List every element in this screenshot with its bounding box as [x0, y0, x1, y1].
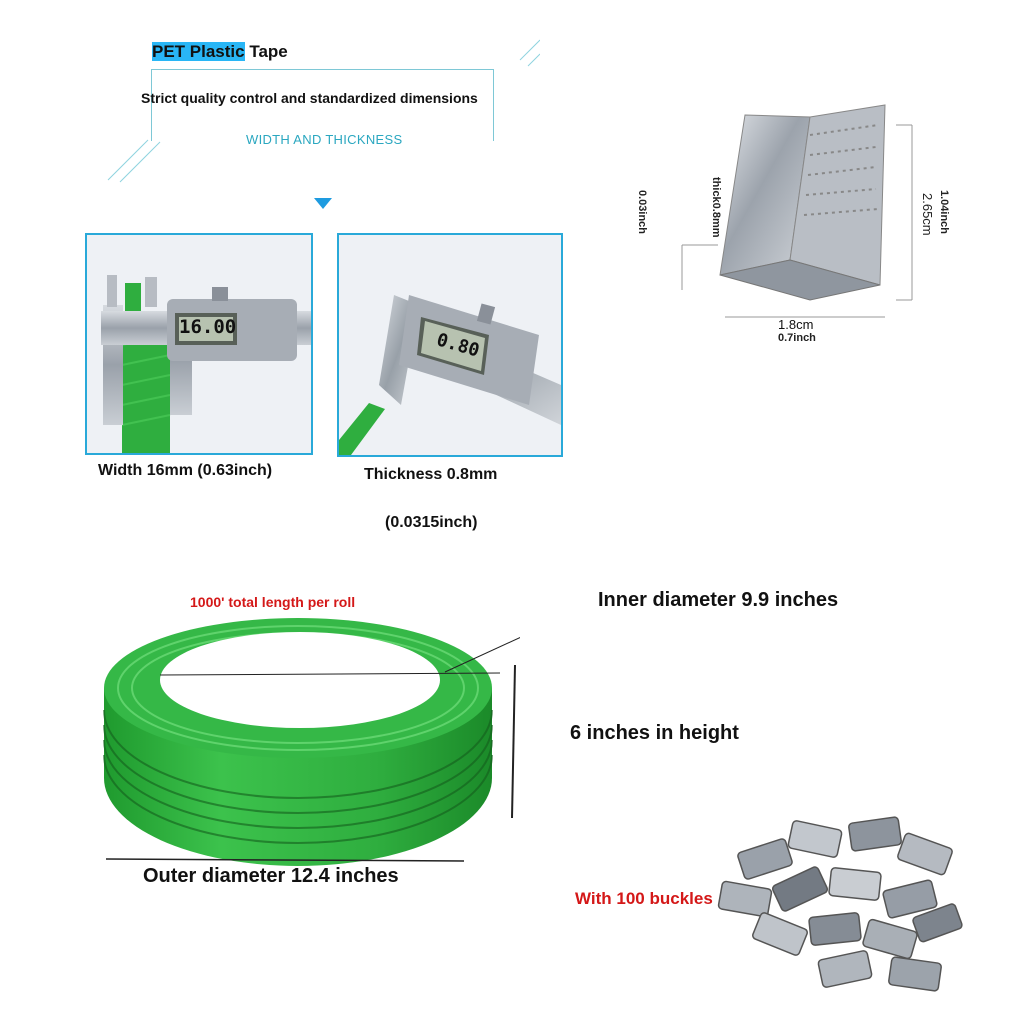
caliper-thickness-photo: 0.80 — [337, 233, 563, 457]
title-suffix: Tape — [244, 42, 288, 61]
buckles-pile-illustration — [717, 816, 963, 992]
height-cm-label: 2.65cm — [920, 193, 935, 236]
width-caption: Width 16mm (0.63inch) — [98, 462, 273, 479]
inner-diameter-label: Inner diameter 9.9 inches — [598, 589, 839, 611]
down-arrow-icon — [314, 198, 332, 209]
buckle-drawing — [681, 104, 913, 318]
caliper-thickness-illustration — [339, 235, 561, 455]
thick-mm-label: thick0.8mm — [710, 177, 722, 238]
outer-diameter-label: Outer diameter 12.4 inches — [143, 865, 399, 887]
buckle-diagram: 0.03inch thick0.8mm 2.65cm 1.04inch 1.8c… — [636, 95, 960, 355]
thickness-caption: Thickness 0.8mm — [364, 466, 498, 483]
strap-roll-illustration — [103, 618, 520, 866]
caliper-width-readout: 16.00 — [179, 316, 237, 338]
thick-inch-label: 0.03inch — [636, 190, 648, 235]
thickness-caption-inch: (0.0315inch) — [385, 514, 478, 531]
width-cm-label: 1.8cm — [778, 317, 814, 332]
section-label: WIDTH AND THICKNESS — [244, 132, 405, 147]
caliper-width-illustration — [87, 235, 311, 453]
height-inch-label: 1.04inch — [938, 190, 950, 235]
header-frame — [151, 69, 494, 141]
caliper-width-photo: 16.00 — [85, 233, 313, 455]
decorative-lines — [107, 39, 540, 183]
buckles-label: With 100 buckles — [575, 889, 713, 908]
product-title: PET Plastic Tape — [152, 42, 288, 62]
title-highlight: PET Plastic — [152, 42, 245, 61]
width-inch-label: 0.7inch — [778, 332, 816, 344]
subtitle: Strict quality control and standardized … — [141, 90, 478, 106]
roll-length-label: 1000' total length per roll — [190, 594, 356, 610]
height-label: 6 inches in height — [570, 722, 739, 744]
